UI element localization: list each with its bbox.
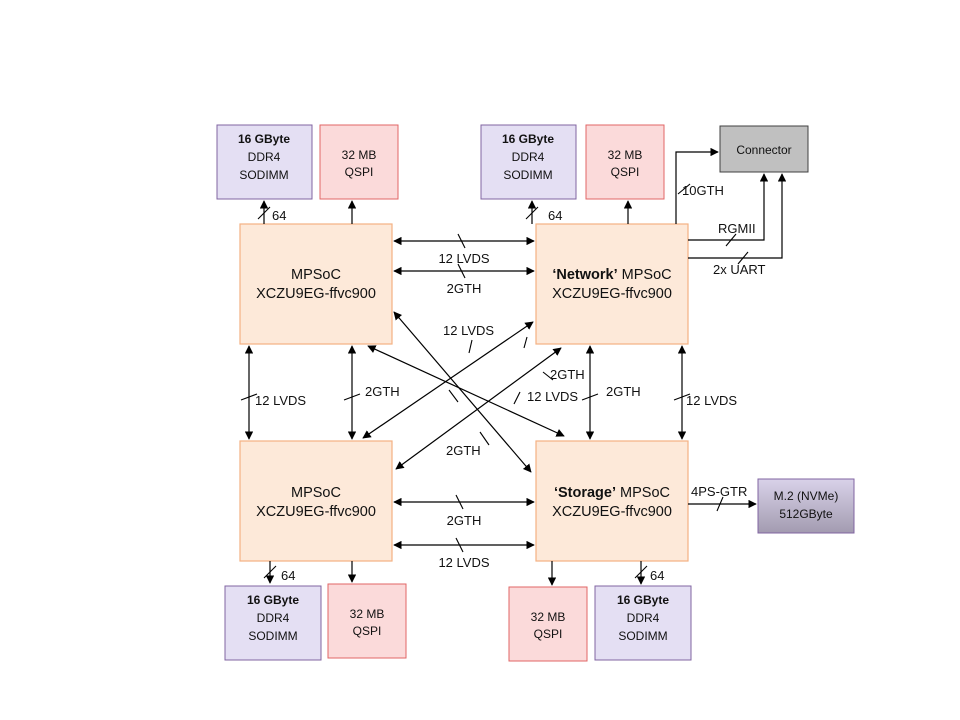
mpsoc-top-left-block: MPSoC XCZU9EG-ffvc900 <box>239 223 393 345</box>
tick <box>468 339 473 354</box>
connector-label: Connector <box>736 143 791 157</box>
tick <box>457 263 466 279</box>
qspi-type: QSPI <box>611 165 640 179</box>
qspi-size: 32 MB <box>342 148 377 162</box>
ddr-form-factor: SODIMM <box>618 629 667 643</box>
ddr-form-factor: SODIMM <box>503 168 552 182</box>
tick <box>673 393 691 401</box>
mpsoc-role: ‘Storage’ <box>554 485 616 501</box>
gth-label-diagonal: 2GTH <box>446 443 481 458</box>
qspi-type: QSPI <box>534 627 563 641</box>
ddr4-block-top-left: 16 GByte DDR4 SODIMM <box>216 124 313 200</box>
bus-width-ticks <box>240 183 749 579</box>
tick <box>263 565 277 579</box>
gth-diagonal-network-bottomleft <box>395 347 562 470</box>
mpsoc-part-number: XCZU9EG-ffvc900 <box>256 286 376 302</box>
mpsoc-name: MPSoC <box>620 485 670 501</box>
mpsoc-network-block: ‘Network’ MPSoC XCZU9EG-ffvc900 <box>535 223 689 345</box>
gth-label-left: 2GTH <box>365 384 400 399</box>
ddr-size: 16 GByte <box>502 132 554 146</box>
qspi-block-bottom-right: 32 MB QSPI <box>508 586 588 662</box>
tick <box>523 336 528 349</box>
ddr-type: DDR4 <box>627 611 660 625</box>
link-labels: 64 64 64 64 12 LVDS 2GTH 2GTH 12 LVDS 12… <box>255 183 766 583</box>
ddr-bus-width-label: 64 <box>650 568 664 583</box>
lvds-label-diagonal: 12 LVDS <box>527 389 578 404</box>
qspi-size: 32 MB <box>608 148 643 162</box>
ddr-type: DDR4 <box>248 150 281 164</box>
tick <box>479 431 490 446</box>
tick <box>457 233 466 249</box>
rgmii-label: RGMII <box>718 221 756 236</box>
mpsoc-bottom-left-block: MPSoC XCZU9EG-ffvc900 <box>239 440 393 562</box>
ps-gtr-label: 4PS-GTR <box>691 484 747 499</box>
qspi-size: 32 MB <box>531 610 566 624</box>
ddr-bus-width-label: 64 <box>272 208 286 223</box>
uart-label: 2x UART <box>713 262 766 277</box>
tick <box>343 393 361 401</box>
qspi-type: QSPI <box>345 165 374 179</box>
connection-lines <box>244 147 787 586</box>
tick <box>716 496 724 512</box>
mpsoc-name: MPSoC <box>622 267 672 283</box>
gth-label-diagonal: 2GTH <box>550 367 585 382</box>
m2-title: M.2 (NVMe) <box>774 489 839 503</box>
m2-nvme-block: M.2 (NVMe) 512GByte <box>757 478 855 534</box>
lvds-label-bottom: 12 LVDS <box>438 555 489 570</box>
ddr-size: 16 GByte <box>238 132 290 146</box>
gth10-link-connector <box>675 147 719 224</box>
ddr4-block-bottom-right: 16 GByte DDR4 SODIMM <box>594 585 692 661</box>
tick <box>257 206 271 220</box>
qspi-block-top-right: 32 MB QSPI <box>585 124 665 200</box>
tick <box>240 393 258 401</box>
tick <box>581 393 599 401</box>
mpsoc-role: ‘Network’ <box>552 267 617 283</box>
qspi-block-bottom-left: 32 MB QSPI <box>327 583 407 659</box>
ddr4-block-top-right: 16 GByte DDR4 SODIMM <box>480 124 577 200</box>
qspi-type: QSPI <box>353 624 382 638</box>
ddr-size: 16 GByte <box>247 593 299 607</box>
gth-label-bottom: 2GTH <box>447 513 482 528</box>
qspi-block-top-left: 32 MB QSPI <box>319 124 399 200</box>
mpsoc-storage-block: ‘Storage’ MPSoC XCZU9EG-ffvc900 <box>535 440 689 562</box>
m2-capacity: 512GByte <box>779 507 833 521</box>
tick <box>525 206 539 220</box>
tick <box>448 389 459 403</box>
ddr-type: DDR4 <box>257 611 290 625</box>
ddr4-block-bottom-left: 16 GByte DDR4 SODIMM <box>224 585 322 661</box>
mpsoc-part-number: XCZU9EG-ffvc900 <box>256 504 376 520</box>
connector-block: Connector <box>719 125 809 173</box>
tick <box>455 537 464 553</box>
tick <box>513 391 521 405</box>
uart-link-connector <box>688 173 787 259</box>
ddr-size: 16 GByte <box>617 593 669 607</box>
gth-label-top: 2GTH <box>447 281 482 296</box>
ddr-bus-width-label: 64 <box>281 568 295 583</box>
mpsoc-storage-title: ‘Storage’ MPSoC <box>554 485 670 501</box>
gth10-label: 10GTH <box>682 183 724 198</box>
rgmii-link-connector <box>688 173 769 241</box>
qspi-size: 32 MB <box>350 607 385 621</box>
ddr-type: DDR4 <box>512 150 545 164</box>
mpsoc-part-number: XCZU9EG-ffvc900 <box>552 504 672 520</box>
mpsoc-name: MPSoC <box>291 267 341 283</box>
ddr-form-factor: SODIMM <box>239 168 288 182</box>
tick <box>542 371 554 381</box>
tick <box>677 183 691 195</box>
mpsoc-name: MPSoC <box>291 485 341 501</box>
tick <box>725 233 737 247</box>
ddr-form-factor: SODIMM <box>248 629 297 643</box>
ddr-bus-width-label: 64 <box>548 208 562 223</box>
tick <box>737 251 749 265</box>
lvds-label-top: 12 LVDS <box>438 251 489 266</box>
tick <box>455 494 464 510</box>
mpsoc-network-title: ‘Network’ MPSoC <box>552 267 671 283</box>
lvds-label-diagonal: 12 LVDS <box>443 323 494 338</box>
gth-label-right: 2GTH <box>606 384 641 399</box>
tick <box>634 565 648 579</box>
lvds-label-right: 12 LVDS <box>686 393 737 408</box>
lvds-label-left: 12 LVDS <box>255 393 306 408</box>
mpsoc-part-number: XCZU9EG-ffvc900 <box>552 286 672 302</box>
